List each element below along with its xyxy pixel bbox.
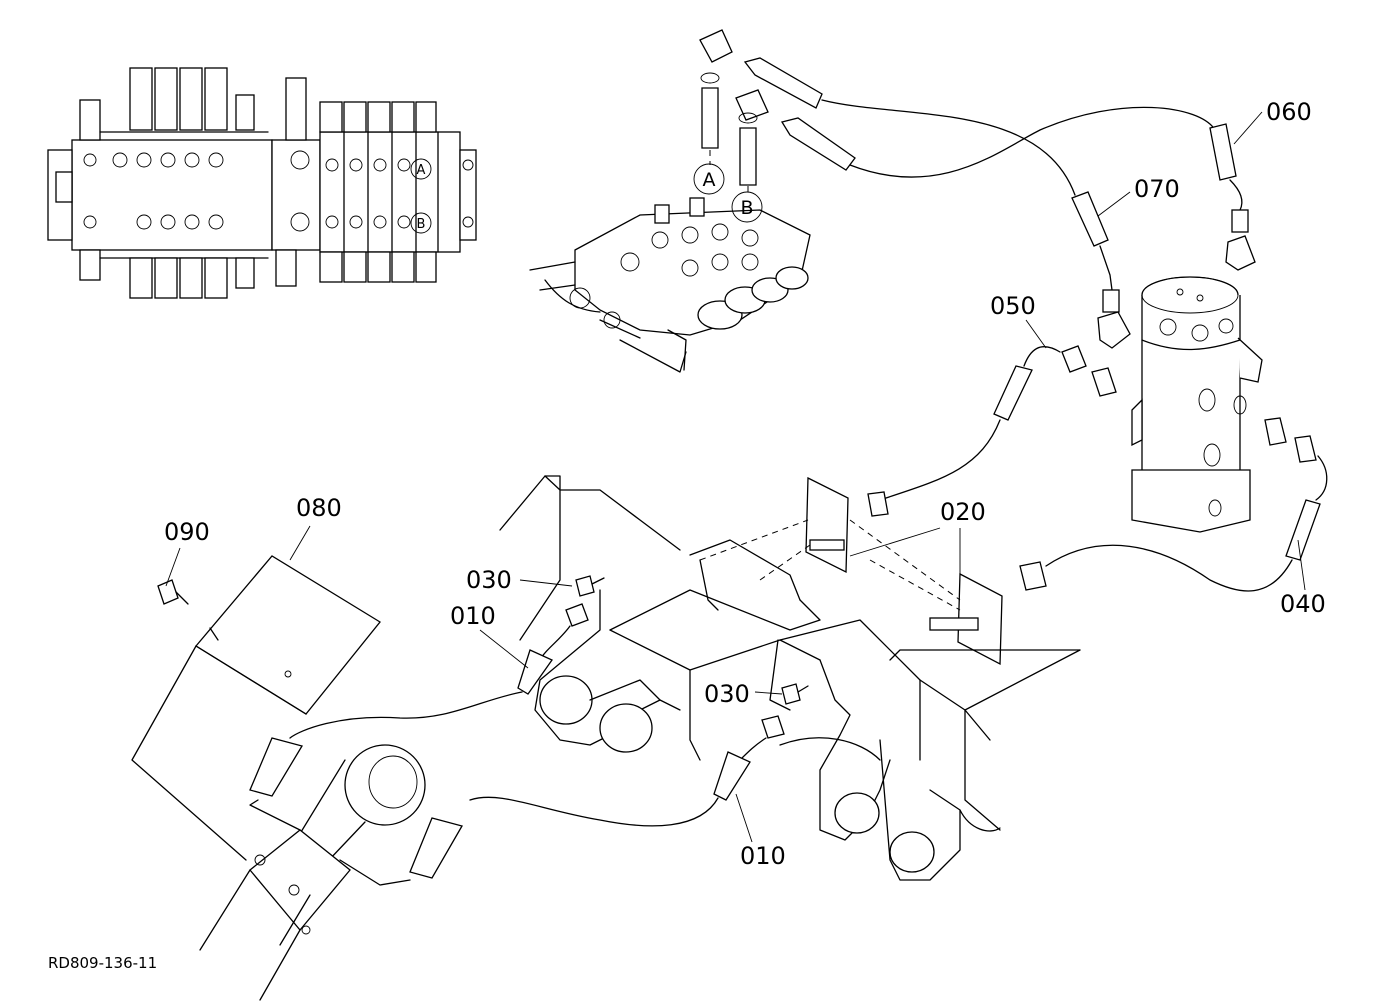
hose-050-040 [867, 345, 1328, 592]
callout-010-right: 010 [740, 842, 786, 870]
leader-lines [165, 111, 1306, 843]
control-valve-perspective: A B [529, 29, 811, 373]
callout-050: 050 [990, 292, 1036, 320]
bolts-030 [575, 575, 809, 705]
port-mark-b-small: B [417, 217, 426, 232]
callout-080: 080 [296, 494, 342, 522]
callout-040: 040 [1280, 590, 1326, 618]
callout-090: 090 [164, 518, 210, 546]
cover-080 [131, 555, 381, 861]
callout-060: 060 [1266, 98, 1312, 126]
boom-bracket-frame [499, 475, 1081, 881]
port-mark-b: B [740, 197, 753, 219]
port-mark-a: A [703, 169, 716, 191]
upper-hoses [743, 57, 1256, 349]
callout-030-upper: 030 [466, 566, 512, 594]
hoses-010-and-cylinder [199, 603, 785, 1001]
callout-010-left: 010 [450, 602, 496, 630]
callout-070: 070 [1134, 175, 1180, 203]
control-valve-elevation-view: A B [47, 67, 477, 299]
swivel-joint [1131, 276, 1263, 533]
callout-030-lower: 030 [704, 680, 750, 708]
callout-020: 020 [940, 498, 986, 526]
bulkhead-plates [699, 476, 1003, 666]
drawing-reference-code: RD809-136-11 [48, 954, 157, 972]
port-mark-a-small: A [417, 163, 426, 178]
